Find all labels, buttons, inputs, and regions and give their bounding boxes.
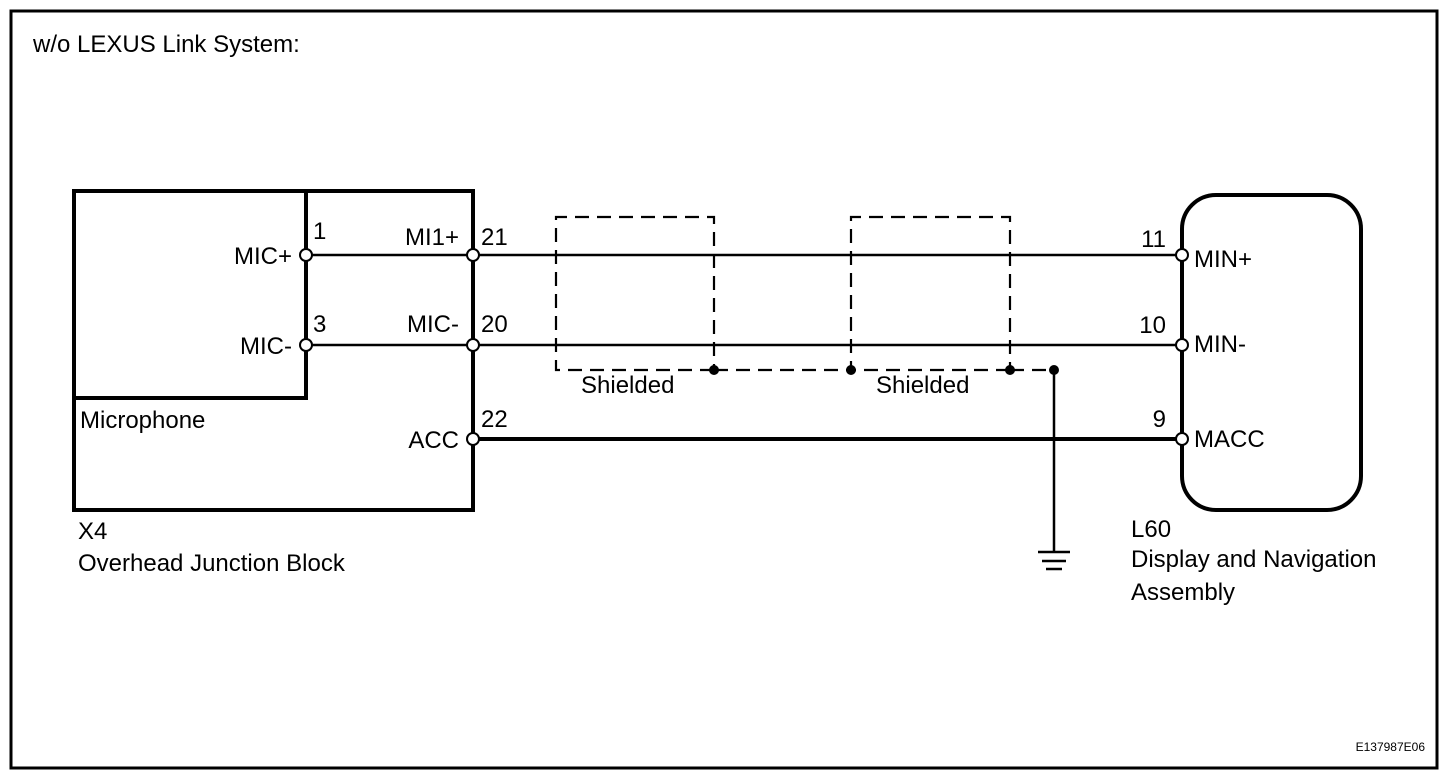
pin-name-mi1-plus: MI1+ xyxy=(405,224,459,251)
pin-number-21: 21 xyxy=(481,224,508,251)
pin-number-10: 10 xyxy=(1139,312,1166,339)
pin-number-20: 20 xyxy=(481,311,508,338)
diagram-title: w/o LEXUS Link System: xyxy=(32,31,300,58)
pin-name-mic-plus: MIC+ xyxy=(234,243,292,270)
ground-icon xyxy=(1038,550,1070,571)
pin-number-1: 1 xyxy=(313,218,326,245)
microphone-box xyxy=(74,191,308,400)
junction-block-code: X4 xyxy=(78,518,107,545)
shield-junction-dot xyxy=(1049,365,1059,375)
pin-min-plus xyxy=(1175,248,1189,262)
shield-2-label: Shielded xyxy=(876,372,969,399)
junction-block-name: Overhead Junction Block xyxy=(78,550,346,577)
display-name-line1: Display and Navigation xyxy=(1131,546,1376,573)
shield-junction-dot xyxy=(1005,365,1015,375)
pin-name-acc: ACC xyxy=(408,427,459,454)
diagram-frame xyxy=(9,9,1439,770)
microphone-label: Microphone xyxy=(80,407,205,434)
shield-1 xyxy=(554,215,716,372)
pin-name-min-plus: MIN+ xyxy=(1194,246,1252,273)
shield-junction-dot xyxy=(846,365,856,375)
shield-junction-dot xyxy=(709,365,719,375)
pin-number-22: 22 xyxy=(481,406,508,433)
display-code: L60 xyxy=(1131,516,1171,543)
pin-jb-mic-minus xyxy=(466,338,480,352)
pin-name-min-minus: MIN- xyxy=(1194,331,1246,358)
pin-min-minus xyxy=(1175,338,1189,352)
pin-name-macc: MACC xyxy=(1194,426,1265,453)
shield-2 xyxy=(849,215,1012,372)
pin-mi1-plus xyxy=(466,248,480,262)
pin-mic-plus xyxy=(299,248,313,262)
pin-macc xyxy=(1175,432,1189,446)
display-name-line2: Assembly xyxy=(1131,579,1235,606)
pin-number-11: 11 xyxy=(1141,226,1166,253)
pin-name-mic-minus: MIC- xyxy=(240,333,292,360)
shield-1-label: Shielded xyxy=(581,372,674,399)
pin-acc xyxy=(466,432,480,446)
display-navigation-box xyxy=(1180,193,1363,512)
pin-name-jb-mic-minus: MIC- xyxy=(407,311,459,338)
figure-id: E137987E06 xyxy=(1356,740,1426,754)
pin-number-3: 3 xyxy=(313,311,326,338)
pin-mic-minus xyxy=(299,338,313,352)
pin-number-9: 9 xyxy=(1153,406,1166,433)
